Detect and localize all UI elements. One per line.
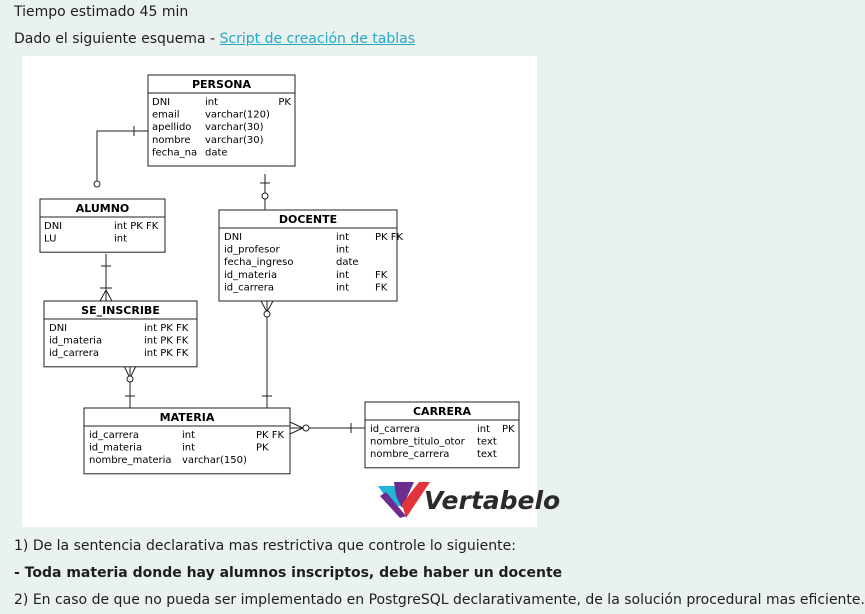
column-key: PK [502,424,515,435]
column-name: id_materia [224,270,277,281]
column-name: DNI [49,323,67,334]
entity-title: PERSONA [192,78,252,91]
column-key: FK [375,282,388,293]
column-name: nombre [152,135,191,146]
column-type: text [477,449,497,460]
column-name: id_carrera [224,282,274,293]
column-type: int [205,97,218,108]
column-name: fecha_na [152,147,197,158]
column-type: varchar(150) [182,455,247,466]
column-name: DNI [44,221,62,232]
column-type: int [336,282,349,293]
column-type: varchar(30) [205,122,264,133]
question-1-item: - Toda materia donde hay alumnos inscrip… [14,565,563,581]
entity-title: ALUMNO [76,202,130,215]
schema-intro: Dado el siguiente esquema - Script de cr… [14,31,415,47]
question-2: 2) En caso de que no pueda ser implement… [14,592,865,608]
column-name: id_materia [89,443,142,454]
column-name: email [152,110,180,121]
entity-title: CARRERA [413,405,472,418]
column-name: LU [44,234,56,245]
column-name: nombre_materia [89,455,172,466]
column-type: int PK FK [144,336,189,347]
column-type: varchar(30) [205,135,264,146]
vertabelo-logo-icon [378,482,430,518]
column-name: apellido [152,122,191,133]
column-name: DNI [152,97,170,108]
vertabelo-logo-text: Vertabelo [424,486,560,515]
column-name: id_materia [49,336,102,347]
entity-carrera: CARRERA id_carrera int PK nombre_titulo_otor… [364,401,520,469]
column-name: id_carrera [89,430,139,441]
column-name: id_carrera [370,424,420,435]
column-type: varchar(120) [205,110,270,121]
schema-intro-text: Dado el siguiente esquema - [14,31,220,47]
column-name: id_profesor [224,245,280,256]
column-type: int [336,270,349,281]
relation-persona-alumno [96,130,148,186]
entity-title: DOCENTE [279,213,337,226]
column-type: int [336,232,349,243]
question-1: 1) De la sentencia declarativa mas restr… [14,538,516,554]
column-type: int [114,234,127,245]
entity-title: MATERIA [160,411,215,424]
column-name: fecha_ingreso [224,257,293,268]
column-type: int PK FK [144,323,189,334]
column-key: PK FK [256,430,285,441]
column-name: nombre_carrera [370,449,449,460]
column-type: int [477,424,490,435]
entity-persona: PERSONA DNI int PK email varchar(120) apellido… [147,74,296,167]
column-type: int [182,430,195,441]
column-type: text [477,437,497,448]
schema-script-link[interactable]: Script de creación de tablas [219,31,416,47]
column-type: int PK FK [144,348,189,359]
column-type: date [336,257,359,268]
column-type: int [182,443,195,454]
column-key: PK [278,97,291,108]
column-key: PK [256,443,269,454]
column-key: FK [375,270,388,281]
column-name: nombre_titulo_otor [370,437,466,448]
column-type: int PK FK [114,221,159,232]
entity-title: SE_INSCRIBE [81,304,160,317]
column-key: PK FK [375,232,404,243]
time-estimate: Tiempo estimado 45 min [14,4,189,20]
column-name: id_carrera [49,348,99,359]
column-type: int [336,245,349,256]
column-name: DNI [224,232,242,243]
entity-alumno: ALUMNO DNI int PK FK LU int [39,198,166,253]
column-type: date [205,147,228,158]
